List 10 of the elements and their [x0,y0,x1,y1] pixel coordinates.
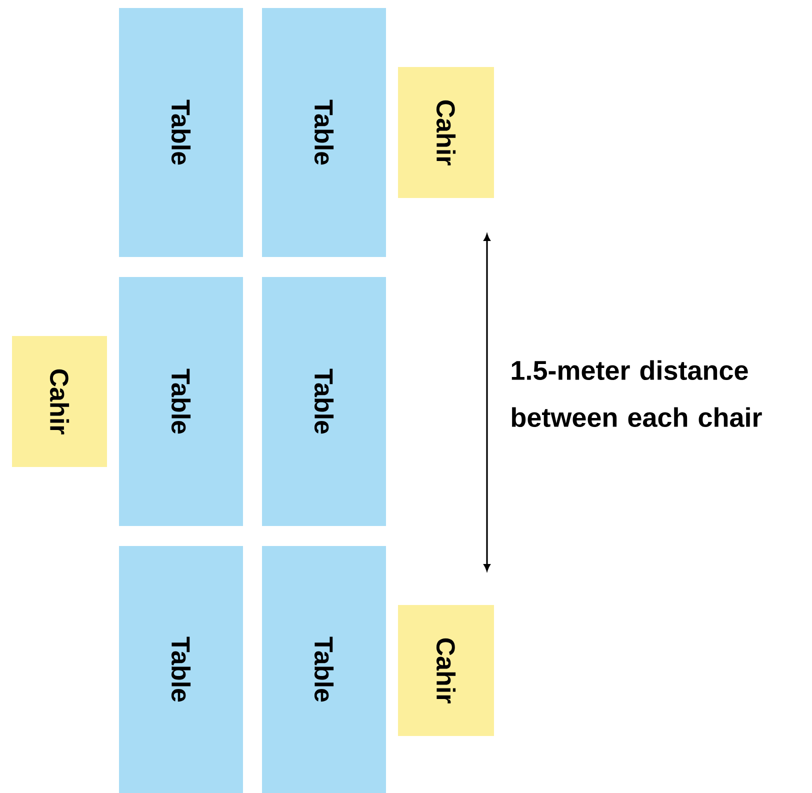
table-box: Table [119,546,243,793]
chair-box: Cahir [398,605,494,736]
table-box: Table [262,277,386,526]
chair-box: Cahir [398,67,494,198]
table-box: Table [119,8,243,257]
chair-box: Cahir [12,336,107,467]
table-box: Table [262,8,386,257]
table-box: Table [262,546,386,793]
table-box: Table [119,277,243,526]
distance-label: 1.5-meter distance between each chair [512,360,762,428]
